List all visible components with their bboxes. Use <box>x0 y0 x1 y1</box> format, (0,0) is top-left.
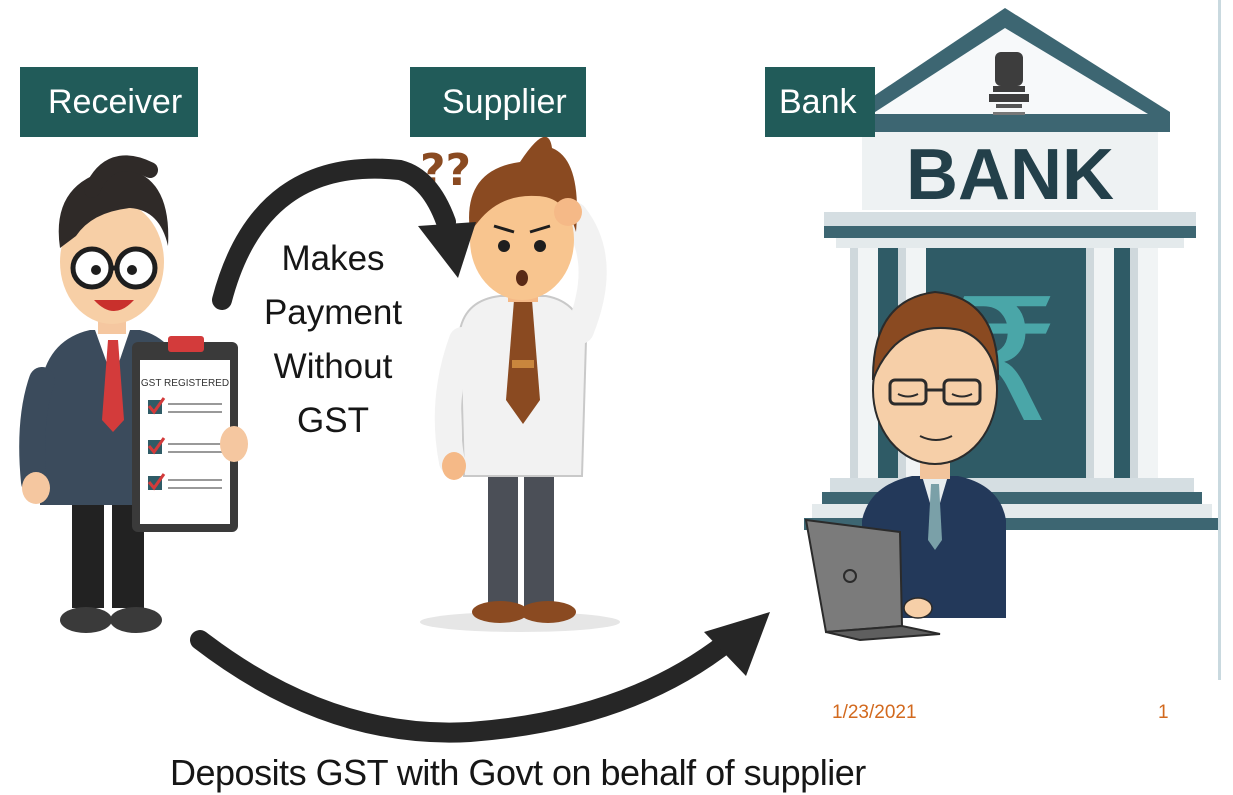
arrow-top-text: Makes Payment Without GST <box>258 232 408 448</box>
emblem-icon <box>989 52 1029 115</box>
bank-label: Bank <box>765 67 875 137</box>
arrow-top-line: Without <box>273 347 393 386</box>
arrow-top-line: GST <box>297 401 369 440</box>
receiver-label: Receiver <box>20 67 198 137</box>
banker-figure <box>804 290 1006 642</box>
slide-edge <box>1218 0 1221 680</box>
arrow-top-line: Makes <box>281 239 385 278</box>
receiver-figure: GST REGISTERED <box>19 155 248 633</box>
footer-page-number: 1 <box>1158 702 1169 723</box>
footer-date: 1/23/2021 <box>832 702 917 723</box>
arrow-top <box>212 158 456 310</box>
arrow-top-line: Payment <box>263 293 403 332</box>
clipboard-icon: GST REGISTERED <box>132 336 238 532</box>
arrow-bottom <box>190 630 740 743</box>
laptop-icon <box>804 518 941 642</box>
arrow-bottom-text: Deposits GST with Govt on behalf of supp… <box>170 752 866 793</box>
supplier-figure: ?? <box>420 136 620 632</box>
arrow-bottom-head <box>704 612 770 676</box>
bank-sign-text: BANK <box>906 135 1114 215</box>
supplier-label: Supplier <box>410 67 586 137</box>
clipboard-title: GST REGISTERED <box>141 378 229 389</box>
arrow-top-head <box>418 222 476 278</box>
